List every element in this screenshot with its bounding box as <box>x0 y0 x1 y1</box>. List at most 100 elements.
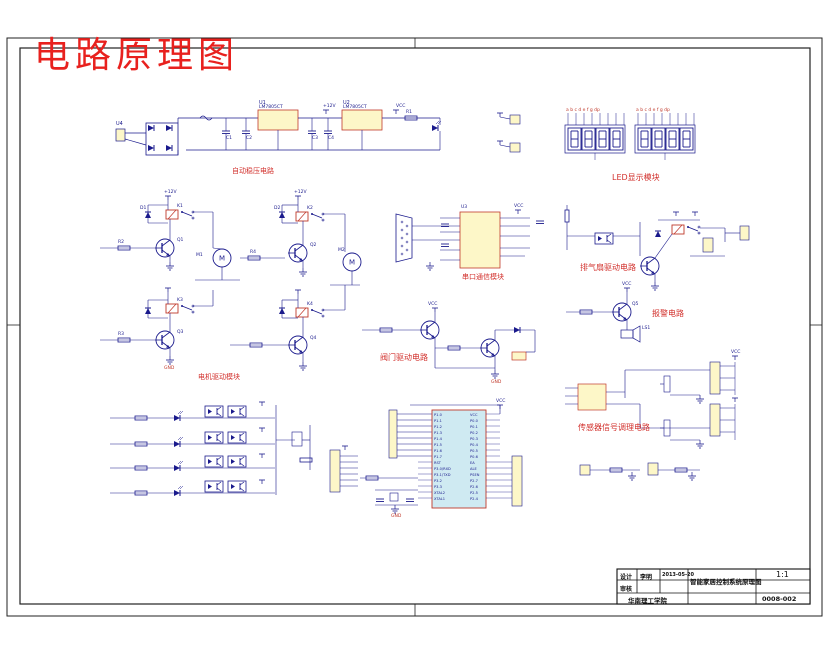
tb-date: 2013-05-20 <box>662 572 694 578</box>
svg-text:P0.6: P0.6 <box>470 455 479 459</box>
tb-project: 智能家居控制系统原理图 <box>690 578 762 586</box>
svg-text:P1.6: P1.6 <box>434 449 443 453</box>
svg-text:P0.5: P0.5 <box>470 449 478 453</box>
net-gnd-valve: GND <box>491 380 502 385</box>
tb-scale: 1:1 <box>776 570 789 579</box>
svg-text:XTAL2: XTAL2 <box>434 491 445 495</box>
svg-text:EA: EA <box>470 461 475 465</box>
svg-text:RST: RST <box>434 461 442 465</box>
designator-d2: D2 <box>274 206 281 211</box>
net-vcc-alarm: VCC <box>622 282 632 287</box>
net-12v-power: +12V <box>323 104 336 109</box>
designator-c4: C4 <box>328 136 335 141</box>
svg-text:P1.2: P1.2 <box>434 425 442 429</box>
title-block <box>616 568 811 605</box>
svg-text:a b c d e f g dp: a b c d e f g dp <box>566 107 600 113</box>
small-connectors <box>496 112 521 153</box>
designator-q1: Q1 <box>177 238 184 243</box>
svg-text:VCC: VCC <box>470 413 478 417</box>
sensor-block <box>565 355 739 481</box>
designator-d1: D1 <box>140 206 147 211</box>
designator-k4: K4 <box>307 302 313 307</box>
svg-text:P1.7: P1.7 <box>434 455 442 459</box>
label-valve-block: 阀门驱动电路 <box>380 353 428 362</box>
designator-q3: Q3 <box>177 330 184 335</box>
designator-m2: M2 <box>338 248 345 253</box>
svg-text:P1.1: P1.1 <box>434 419 442 423</box>
svg-text:P0.1: P0.1 <box>470 425 478 429</box>
net-gnd-mcu: GND <box>391 514 402 519</box>
label-exhaust-block: 排气扇驱动电路 <box>580 263 636 272</box>
svg-text:P2.6: P2.6 <box>470 485 479 489</box>
net-vcc-serial: VCC <box>514 204 524 209</box>
motor-drive-block <box>100 195 362 371</box>
net-vcc-mcu: VCC <box>496 399 506 404</box>
designator-c1: C1 <box>226 136 233 141</box>
designator-m1: M1 <box>196 253 203 258</box>
net-vcc-sensor: VCC <box>731 350 741 355</box>
label-alarm-block: 报警电路 <box>652 309 684 318</box>
tb-designer-label: 设计 <box>620 574 633 581</box>
designator-u3: U3 <box>461 205 468 210</box>
designator-r4: R4 <box>250 250 256 255</box>
designator-u2: U2 <box>343 100 350 106</box>
net-vcc-valve: VCC <box>428 302 438 307</box>
designator-c3: C3 <box>312 136 319 141</box>
svg-text:PSEN: PSEN <box>470 473 480 477</box>
serial-comm-block <box>395 209 545 271</box>
svg-text:a b c d e f g dp: a b c d e f g dp <box>636 107 670 113</box>
opto-input-block <box>110 401 313 497</box>
svg-text:ALE: ALE <box>470 467 477 471</box>
net-gnd-motor: GND <box>164 366 175 371</box>
exhaust-fan-block <box>564 205 750 291</box>
svg-text:P2.4: P2.4 <box>470 497 479 501</box>
svg-text:P1.0: P1.0 <box>434 413 443 417</box>
designator-k1: K1 <box>177 204 183 209</box>
designator-c2: C2 <box>246 136 253 141</box>
alarm-block <box>566 287 641 343</box>
svg-text:P3.3: P3.3 <box>434 485 442 489</box>
net-12v-motor-a: +12V <box>164 190 177 195</box>
svg-text:P2.7: P2.7 <box>470 479 478 483</box>
svg-text:P0.4: P0.4 <box>470 443 479 447</box>
svg-text:P1.3: P1.3 <box>434 431 442 435</box>
svg-text:P1.4: P1.4 <box>434 437 443 441</box>
svg-text:P1.5: P1.5 <box>434 443 442 447</box>
designator-r3: R3 <box>118 332 124 337</box>
tb-designer: 李明 <box>640 574 653 581</box>
label-led-block: LED显示模块 <box>612 173 660 182</box>
designator-r2: R2 <box>118 240 124 245</box>
designator-r1: R1 <box>406 110 412 115</box>
designator-k3: K3 <box>177 298 183 303</box>
net-12v-motor-b: +12V <box>294 190 307 195</box>
designator-u4: U4 <box>116 121 123 127</box>
svg-text:P0.3: P0.3 <box>470 437 478 441</box>
valve-drive-block <box>362 307 536 379</box>
tb-drawing-no: 0008-002 <box>762 595 797 603</box>
page-title: 电路原理图 <box>34 35 240 76</box>
label-sensor-block: 传感器信号调理电路 <box>578 423 650 432</box>
mid-header <box>329 445 358 493</box>
designator-vreg1: LM7805CT <box>259 105 283 110</box>
designator-q4: Q4 <box>310 336 317 341</box>
label-motor-block: 电机驱动模块 <box>198 373 240 381</box>
svg-text:P3.2: P3.2 <box>434 479 442 483</box>
svg-text:P3.0/RXD: P3.0/RXD <box>434 467 451 471</box>
svg-text:P2.5: P2.5 <box>470 491 478 495</box>
designator-q5: Q5 <box>632 302 639 307</box>
power-supply-block <box>115 109 442 156</box>
net-vcc-power: VCC <box>396 104 406 109</box>
svg-text:P0.2: P0.2 <box>470 431 478 435</box>
label-serial-block: 串口通信模块 <box>462 273 504 281</box>
svg-text:P3.1/TXD: P3.1/TXD <box>434 473 451 477</box>
designator-u1: U1 <box>259 100 266 106</box>
designator-k2: K2 <box>307 206 313 211</box>
led-display-block: a b c d e f g dp a b c d e f g dp <box>564 107 696 160</box>
designator-vreg2: LM7805CT <box>343 105 367 110</box>
svg-text:XTAL1: XTAL1 <box>434 497 445 501</box>
label-power-block: 自动稳压电路 <box>232 167 274 175</box>
designator-ls1: LS1 <box>642 326 651 331</box>
tb-checker-label: 审核 <box>620 586 633 593</box>
